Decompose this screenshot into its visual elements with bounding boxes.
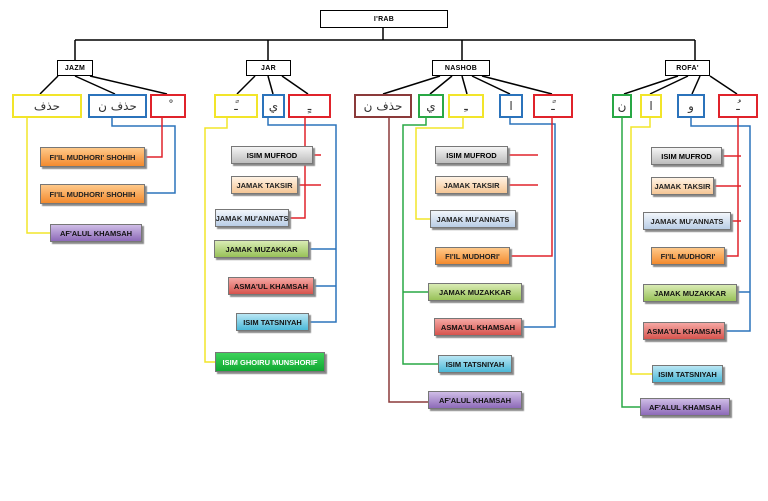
- item-isim-mufrod: ISIM MUFROD: [231, 146, 313, 164]
- root-node-irab: I'RAB: [320, 10, 448, 28]
- marker-hadzf: حذف: [12, 94, 82, 118]
- item-fiil-mudhori: FI'IL MUDHORI': [651, 247, 725, 265]
- item-isim-tatsniyah: ISIM TATSNIYAH: [236, 313, 309, 331]
- marker-wawu: و: [677, 94, 705, 118]
- item-asmaul-khamsah: ASMA'UL KHAMSAH: [434, 318, 522, 336]
- item-jamak-taksir: JAMAK TAKSIR: [651, 177, 714, 195]
- marker-dhommah: ُـ: [718, 94, 758, 118]
- marker-fathah: ًـ: [214, 94, 258, 118]
- item-jamak-muzakkar: JAMAK MUZAKKAR: [214, 240, 309, 258]
- marker-sukun: ْ: [150, 94, 186, 118]
- item-jamak-taksir: JAMAK TAKSIR: [231, 176, 298, 194]
- item-jamak-muannats: JAMAK MU'ANNATS: [215, 209, 289, 227]
- marker-kasrah: ـٍ: [288, 94, 331, 118]
- item-isim-tatsniyah: ISIM TATSNIYAH: [652, 365, 723, 383]
- group-header-nashob: NASHOB: [432, 60, 490, 76]
- item-fiil-mudhori-shohih: FI'IL MUDHORI' SHOHIH: [40, 147, 145, 167]
- item-isim-tatsniyah: ISIM TATSNIYAH: [438, 355, 512, 373]
- marker-fathah: ًـ: [533, 94, 573, 118]
- item-asmaul-khamsah: ASMA'UL KHAMSAH: [228, 277, 314, 295]
- item-jamak-muzakkar: JAMAK MUZAKKAR: [428, 283, 522, 301]
- group-header-jazm: JAZM: [57, 60, 93, 76]
- marker-nun: ن: [612, 94, 632, 118]
- marker-alif: ا: [499, 94, 523, 118]
- item-isim-mufrod: ISIM MUFROD: [651, 147, 722, 165]
- item-isim-ghoiru-munshorif: ISIM GHOIRU MUNSHORIF: [215, 352, 325, 372]
- item-jamak-muannats: JAMAK MU'ANNATS: [430, 210, 516, 228]
- item-jamak-taksir: JAMAK TAKSIR: [435, 176, 508, 194]
- group-header-rofa: ROFA': [665, 60, 710, 76]
- item-afalul-khamsah: AF'ALUL KHAMSAH: [50, 224, 142, 242]
- item-asmaul-khamsah: ASMA'UL KHAMSAH: [643, 322, 725, 340]
- item-fiil-mudhori-shohih: FI'IL MUDHORI' SHOHIH: [40, 184, 145, 204]
- marker-ya: ي: [262, 94, 285, 118]
- item-fiil-mudhori: FI'IL MUDHORI': [435, 247, 510, 265]
- item-jamak-muannats: JAMAK MU'ANNATS: [643, 212, 731, 230]
- item-afalul-khamsah: AF'ALUL KHAMSAH: [640, 398, 730, 416]
- marker-alif: ا: [640, 94, 662, 118]
- marker-kasrah: ـِ: [448, 94, 484, 118]
- group-header-jar: JAR: [246, 60, 291, 76]
- item-jamak-muzakkar: JAMAK MUZAKKAR: [643, 284, 737, 302]
- item-afalul-khamsah: AF'ALUL KHAMSAH: [428, 391, 522, 409]
- item-isim-mufrod: ISIM MUFROD: [435, 146, 508, 164]
- marker-hadzf-nun: حذف ن: [354, 94, 412, 118]
- marker-ya: ي: [418, 94, 444, 118]
- marker-hadzf-nun: حذف ن: [88, 94, 147, 118]
